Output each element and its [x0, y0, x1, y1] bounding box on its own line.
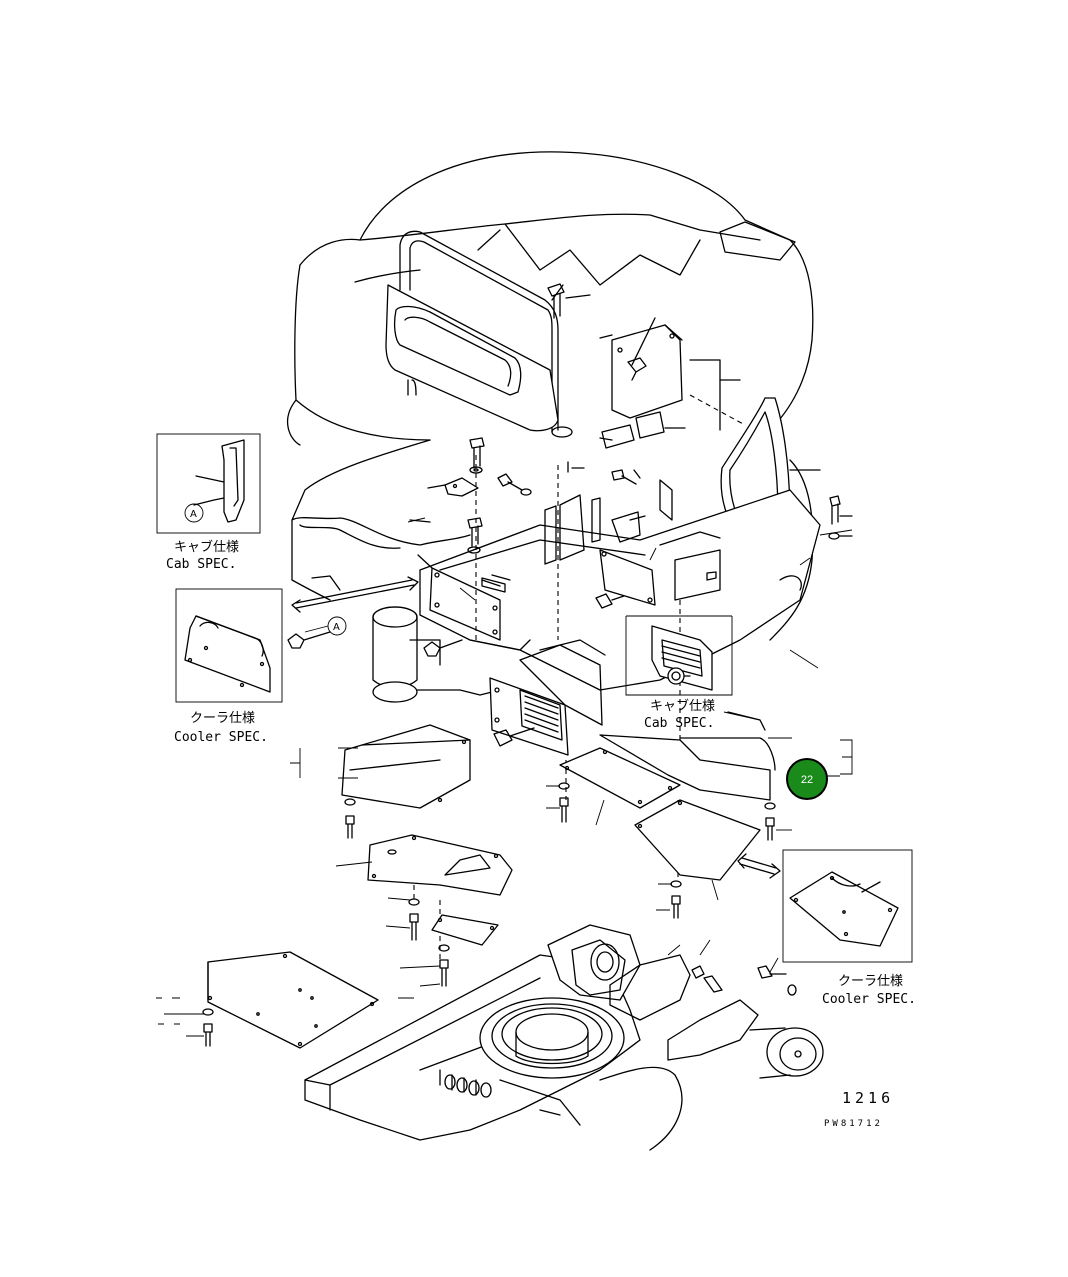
floor-plates [341, 711, 776, 946]
inset-label-en: Cab SPEC. [166, 557, 236, 572]
inset-label-en: Cooler SPEC. [822, 992, 916, 1007]
inset-cab-spec-center: キャブ仕様 Cab SPEC. [625, 615, 733, 731]
drawing-code: PW81712 [824, 1119, 883, 1129]
inset-cooler-spec-lower: クーラ仕様 Cooler SPEC. [782, 849, 916, 1007]
upper-frame-deck [291, 439, 821, 691]
inset-label-jp: キャブ仕様 [174, 539, 239, 555]
part-marker-22[interactable]: 22 [786, 758, 828, 800]
inset-label-en: Cab SPEC. [644, 716, 714, 731]
callout-mark-a: A [333, 622, 340, 633]
double-arrow-left [291, 576, 419, 613]
swing-post [372, 606, 501, 703]
page-number: 1216 [842, 1089, 894, 1107]
inset-cooler-spec-left: クーラ仕様 Cooler SPEC. [174, 588, 283, 745]
inset-label-jp: クーラ仕様 [838, 974, 903, 989]
bolt-top [547, 283, 591, 319]
part-marker-number[interactable]: 22 [801, 774, 813, 786]
bolts-washers-upper [287, 437, 853, 657]
inset-label-jp: クーラ仕様 [190, 711, 255, 726]
louver-grille [489, 639, 606, 756]
callout-mark-main: A [304, 616, 347, 636]
handrail [385, 229, 573, 438]
lower-chassis [207, 924, 824, 1151]
double-arrow-right [737, 853, 781, 879]
callout-mark-a: A [190, 509, 197, 520]
inset-cab-spec-upper: A キャブ仕様 Cab SPEC. [156, 433, 261, 572]
bolts-washers-lower [202, 782, 797, 1047]
inset-label-jp: キャブ仕様 [650, 698, 715, 714]
mount-bracket [599, 317, 746, 449]
counterweight-cover [286, 151, 814, 446]
left-deck-plate [417, 554, 501, 641]
inset-label-en: Cooler SPEC. [174, 730, 268, 745]
